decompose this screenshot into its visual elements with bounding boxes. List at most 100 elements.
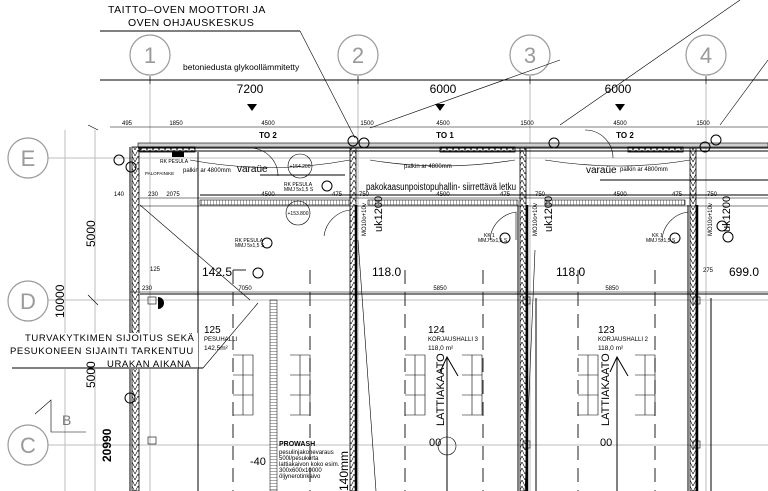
svg-text:MMJ 5x1,5 S: MMJ 5x1,5 S (284, 187, 314, 193)
svg-text:lattiakaivon koko esim.: lattiakaivon koko esim. (279, 462, 340, 468)
svg-text:LATTIAKAATO: LATTIAKAATO (435, 353, 447, 426)
height-value: 699.0 (729, 265, 759, 279)
floor-mark: -40 (250, 456, 266, 468)
svg-text:4500: 4500 (613, 192, 627, 198)
mid-dimension-chain: 7050 5850 5850 125 230 275 (130, 267, 768, 293)
svg-text:495: 495 (122, 121, 133, 127)
svg-text:KORJAUSHALLI 2: KORJAUSHALLI 2 (598, 337, 649, 343)
room-125: 125 PESUHALLI 142,5m² (204, 325, 237, 352)
grid-bubble-e: E (7, 137, 49, 179)
svg-text:OVEN OHJAUSKESKUS: OVEN OHJAUSKESKUS (128, 17, 254, 29)
door-motor-note: TAITTO–OVEN MOOTTORI JA OVEN OHJAUSKESKU… (100, 0, 768, 139)
prowash-note: PROWASH pesulinjakonevaraus 500l/pesuker… (279, 441, 340, 480)
level-marker: +153.800 (285, 200, 311, 226)
svg-text:4500: 4500 (436, 121, 450, 127)
svg-text:4500: 4500 (436, 192, 450, 198)
svg-text:PALOPAINIKE: PALOPAINIKE (145, 171, 174, 176)
svg-text:URAKAN AIKANA: URAKAN AIKANA (107, 359, 191, 370)
svg-text:3: 3 (524, 43, 536, 68)
svg-text:C: C (20, 433, 36, 458)
room-123: 123 KORJAUSHALLI 2 118,0 m² (598, 325, 649, 352)
room-124: 124 KORJAUSHALLI 3 118,0 m² (428, 325, 479, 352)
svg-text:B: B (62, 412, 71, 428)
svg-text:5850: 5850 (433, 286, 447, 292)
span-dimensions: 7200 6000 6000 (100, 76, 768, 111)
svg-text:5850: 5850 (605, 286, 619, 292)
grid-bubble-2: 2 (337, 34, 379, 76)
section-mark-b: B (34, 399, 86, 433)
wheel-symbols (233, 354, 656, 416)
svg-text:1500: 1500 (360, 121, 374, 127)
svg-text:KORJAUSHALLI 3: KORJAUSHALLI 3 (428, 337, 479, 343)
reserve-label: varaüe (586, 165, 617, 176)
svg-text:124: 124 (428, 325, 445, 336)
mo-label: MO10o+10v (708, 203, 714, 236)
svg-text:TAITTO–OVEN MOOTTORI JA: TAITTO–OVEN MOOTTORI JA (108, 4, 266, 16)
svg-text:4500: 4500 (613, 121, 627, 127)
svg-text:+153.800: +153.800 (288, 211, 309, 217)
svg-text:475: 475 (500, 192, 511, 198)
drain-depth: 140mm (337, 451, 351, 491)
outlet-symbols (113, 134, 734, 404)
safety-switch-note: TURVAKYTKIMEN SIJOITUS SEKÄ PESUKONEEN S… (10, 204, 259, 370)
svg-text:PESUHALLI: PESUHALLI (204, 337, 237, 343)
svg-text:475: 475 (672, 192, 683, 198)
svg-text:300x600x10000: 300x600x10000 (279, 468, 322, 474)
svg-text:RK PESULA: RK PESULA (160, 159, 189, 165)
mo-label: MO10o+10v (362, 203, 368, 236)
exterior-wall-top (137, 142, 768, 207)
beam-label: palkin ar 4800mm (183, 168, 231, 174)
level-marker: +154.200 (287, 153, 313, 179)
svg-text:PESUKONEEN SIJAINTI TARKENTUU: PESUKONEEN SIJAINTI TARKENTUU (10, 346, 194, 357)
svg-text:RK PESULA: RK PESULA (235, 238, 264, 244)
svg-text:7200: 7200 (237, 82, 264, 96)
svg-text:TURVAKYTKIMEN SIJOITUS SEKÄ: TURVAKYTKIMEN SIJOITUS SEKÄ (25, 333, 195, 344)
svg-text:TO 2: TO 2 (616, 131, 634, 140)
svg-text:2075: 2075 (166, 192, 180, 198)
svg-text:4: 4 (700, 43, 712, 68)
svg-text:6000: 6000 (605, 82, 632, 96)
svg-text:D: D (20, 289, 36, 314)
svg-text:1500: 1500 (696, 121, 710, 127)
svg-text:pesulinjakonevaraus: pesulinjakonevaraus (279, 450, 334, 456)
svg-text:RK PESULA: RK PESULA (284, 182, 313, 188)
exterior-wall-left (129, 146, 199, 491)
svg-text:1500: 1500 (520, 121, 534, 127)
svg-text:142,5m²: 142,5m² (204, 345, 229, 352)
svg-text:750: 750 (707, 192, 718, 198)
svg-text:500l/pesukerta: 500l/pesukerta (279, 456, 319, 462)
svg-text:20990: 20990 (100, 428, 114, 462)
exhaust-note: pakokaasunpoistopuhallin- siirrettävä le… (366, 182, 516, 193)
beam-label: palkin ar 4800mm (404, 164, 452, 170)
svg-text:1850: 1850 (169, 121, 183, 127)
svg-text:125: 125 (204, 325, 221, 336)
beam-dimension-chain: 140 230 2075 4500 475 750 4500 475 750 4… (114, 192, 718, 198)
floor-slope-arrow: LATTIAKAATO 00 (600, 353, 629, 491)
svg-text:4500: 4500 (261, 192, 275, 198)
svg-text:MMJ 5x1,5 S: MMJ 5x1,5 S (235, 243, 265, 249)
svg-text:E: E (21, 146, 36, 171)
svg-text:5000: 5000 (84, 220, 98, 247)
svg-text:PROWASH: PROWASH (279, 441, 315, 448)
svg-text:140: 140 (114, 192, 125, 198)
svg-text:230: 230 (148, 192, 159, 198)
grid-bubble-3: 3 (509, 34, 551, 76)
row-dimensions: 5000 10000 5000 20990 (53, 124, 114, 462)
reserve-label: varaüe (237, 164, 268, 175)
svg-text:KK 1: KK 1 (484, 233, 495, 239)
door-labels: TO 2 TO 1 TO 2 (259, 131, 634, 140)
floor-heating-note: betoniedusta glykoollämmitetty (183, 62, 300, 72)
svg-text:1: 1 (144, 43, 156, 68)
uk-label: uk1200 (721, 196, 733, 232)
beam-label: palkin ar 4800mm (620, 167, 668, 173)
svg-text:TO 1: TO 1 (436, 131, 454, 140)
svg-text:00: 00 (600, 437, 612, 449)
grid-bubble-4: 4 (685, 34, 727, 76)
svg-text:5000: 5000 (84, 361, 98, 388)
uk-label: uk1200 (543, 196, 555, 232)
svg-text:4500: 4500 (261, 121, 275, 127)
grid-bubble-d: D (7, 280, 49, 322)
svg-text:MMJ 5x1,5 S: MMJ 5x1,5 S (646, 238, 676, 244)
